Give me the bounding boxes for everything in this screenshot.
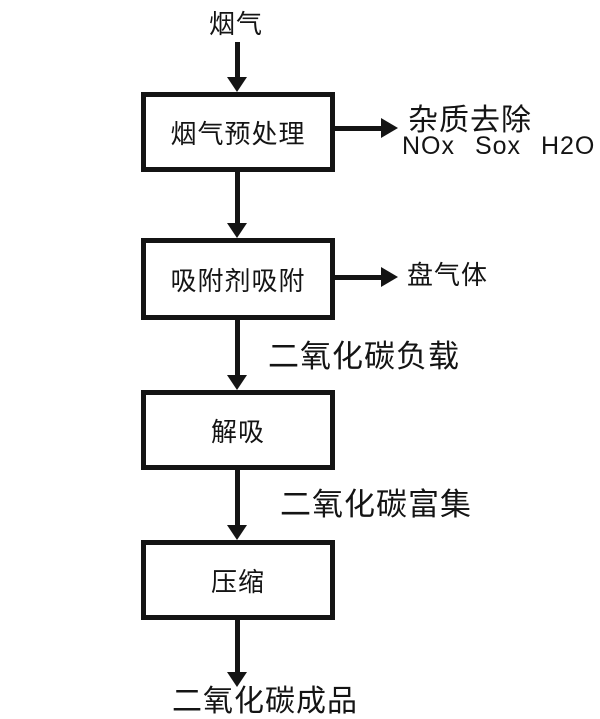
- process-box-desorption: 解吸: [141, 390, 335, 470]
- arrow-adsorption-to-offgas-line: [335, 275, 383, 280]
- arrow-right-icon: [381, 118, 398, 138]
- arrow-down-icon: [227, 375, 247, 390]
- arrow-compression-to-product-line: [235, 620, 240, 673]
- process-box-compression-label: 压缩: [210, 566, 265, 597]
- input-flue-gas-label: 烟气: [209, 9, 264, 39]
- arrow-right-icon: [381, 267, 398, 287]
- process-box-adsorption: 吸附剂吸附: [141, 238, 335, 320]
- arrow-down-icon: [227, 223, 247, 238]
- output-co2-product-label: 二氧化碳成品: [172, 685, 358, 718]
- arrow-down-icon: [227, 77, 247, 92]
- co2-enriched-edge-label: 二氧化碳富集: [280, 487, 472, 522]
- arrow-adsorption-to-desorption-line: [235, 320, 240, 376]
- impurity-species-label: NOx Sox H2O: [402, 132, 596, 160]
- offgas-label: 盘气体: [407, 260, 489, 290]
- process-box-desorption-label: 解吸: [210, 416, 265, 447]
- process-box-compression: 压缩: [141, 540, 335, 620]
- arrow-pretreatment-to-impurity-line: [335, 126, 383, 131]
- arrow-desorption-to-compression-line: [235, 470, 240, 526]
- arrow-pretreatment-to-adsorption-line: [235, 172, 240, 224]
- co2-loaded-edge-label: 二氧化碳负载: [268, 339, 460, 374]
- arrow-input-to-pretreatment-line: [235, 42, 240, 78]
- process-box-pretreatment: 烟气预处理: [141, 92, 335, 172]
- process-box-pretreatment-label: 烟气预处理: [170, 118, 306, 149]
- arrow-down-icon: [227, 672, 247, 687]
- impurity-removal-label: 杂质去除: [408, 104, 532, 137]
- arrow-down-icon: [227, 525, 247, 540]
- process-box-adsorption-label: 吸附剂吸附: [170, 265, 306, 296]
